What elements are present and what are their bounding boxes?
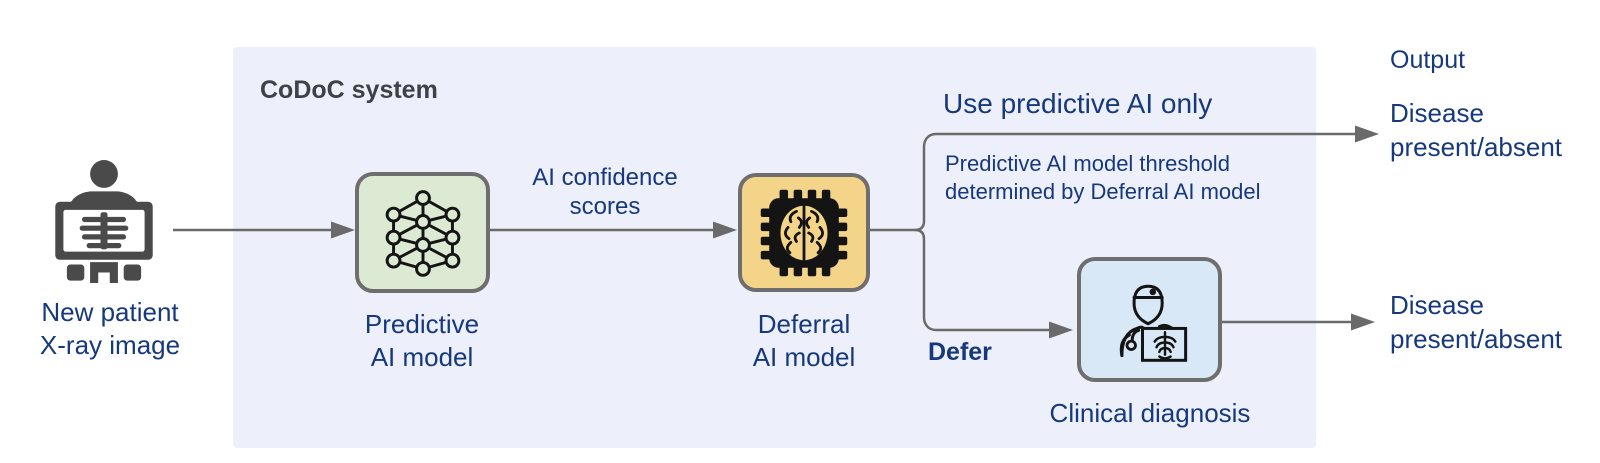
threshold-note: Predictive AI model threshold determined… xyxy=(945,151,1261,204)
ai-confidence-scores-label: AI confidence scores xyxy=(532,164,678,220)
output-heading: Output xyxy=(1390,46,1466,74)
clinical-diagnosis-node xyxy=(1077,257,1222,382)
arrowhead-output-top xyxy=(1355,125,1379,143)
input-label: New patient X-ray image xyxy=(39,297,181,360)
predictive-ai-model-node xyxy=(355,172,490,293)
defer-label: Defer xyxy=(928,338,992,366)
output-top-result: Disease present/absent xyxy=(1390,98,1563,162)
chip-brain-icon xyxy=(760,189,848,276)
deferral-ai-model-label: Deferral AI model xyxy=(752,309,856,372)
doctor-xray-icon xyxy=(1119,284,1187,362)
clinical-diagnosis-label: Clinical diagnosis xyxy=(1049,398,1251,428)
use-predictive-ai-only-label: Use predictive AI only xyxy=(943,88,1213,119)
output-bottom-result: Disease present/absent xyxy=(1390,290,1563,354)
arrowhead-output-bottom xyxy=(1351,313,1375,331)
predictive-ai-model-label: Predictive AI model xyxy=(364,309,480,372)
deferral-ai-model-node xyxy=(738,173,870,292)
neural-network-icon xyxy=(385,189,460,277)
codoc-system-title: CoDoC system xyxy=(260,76,438,104)
patient-xray-icon xyxy=(46,160,162,290)
